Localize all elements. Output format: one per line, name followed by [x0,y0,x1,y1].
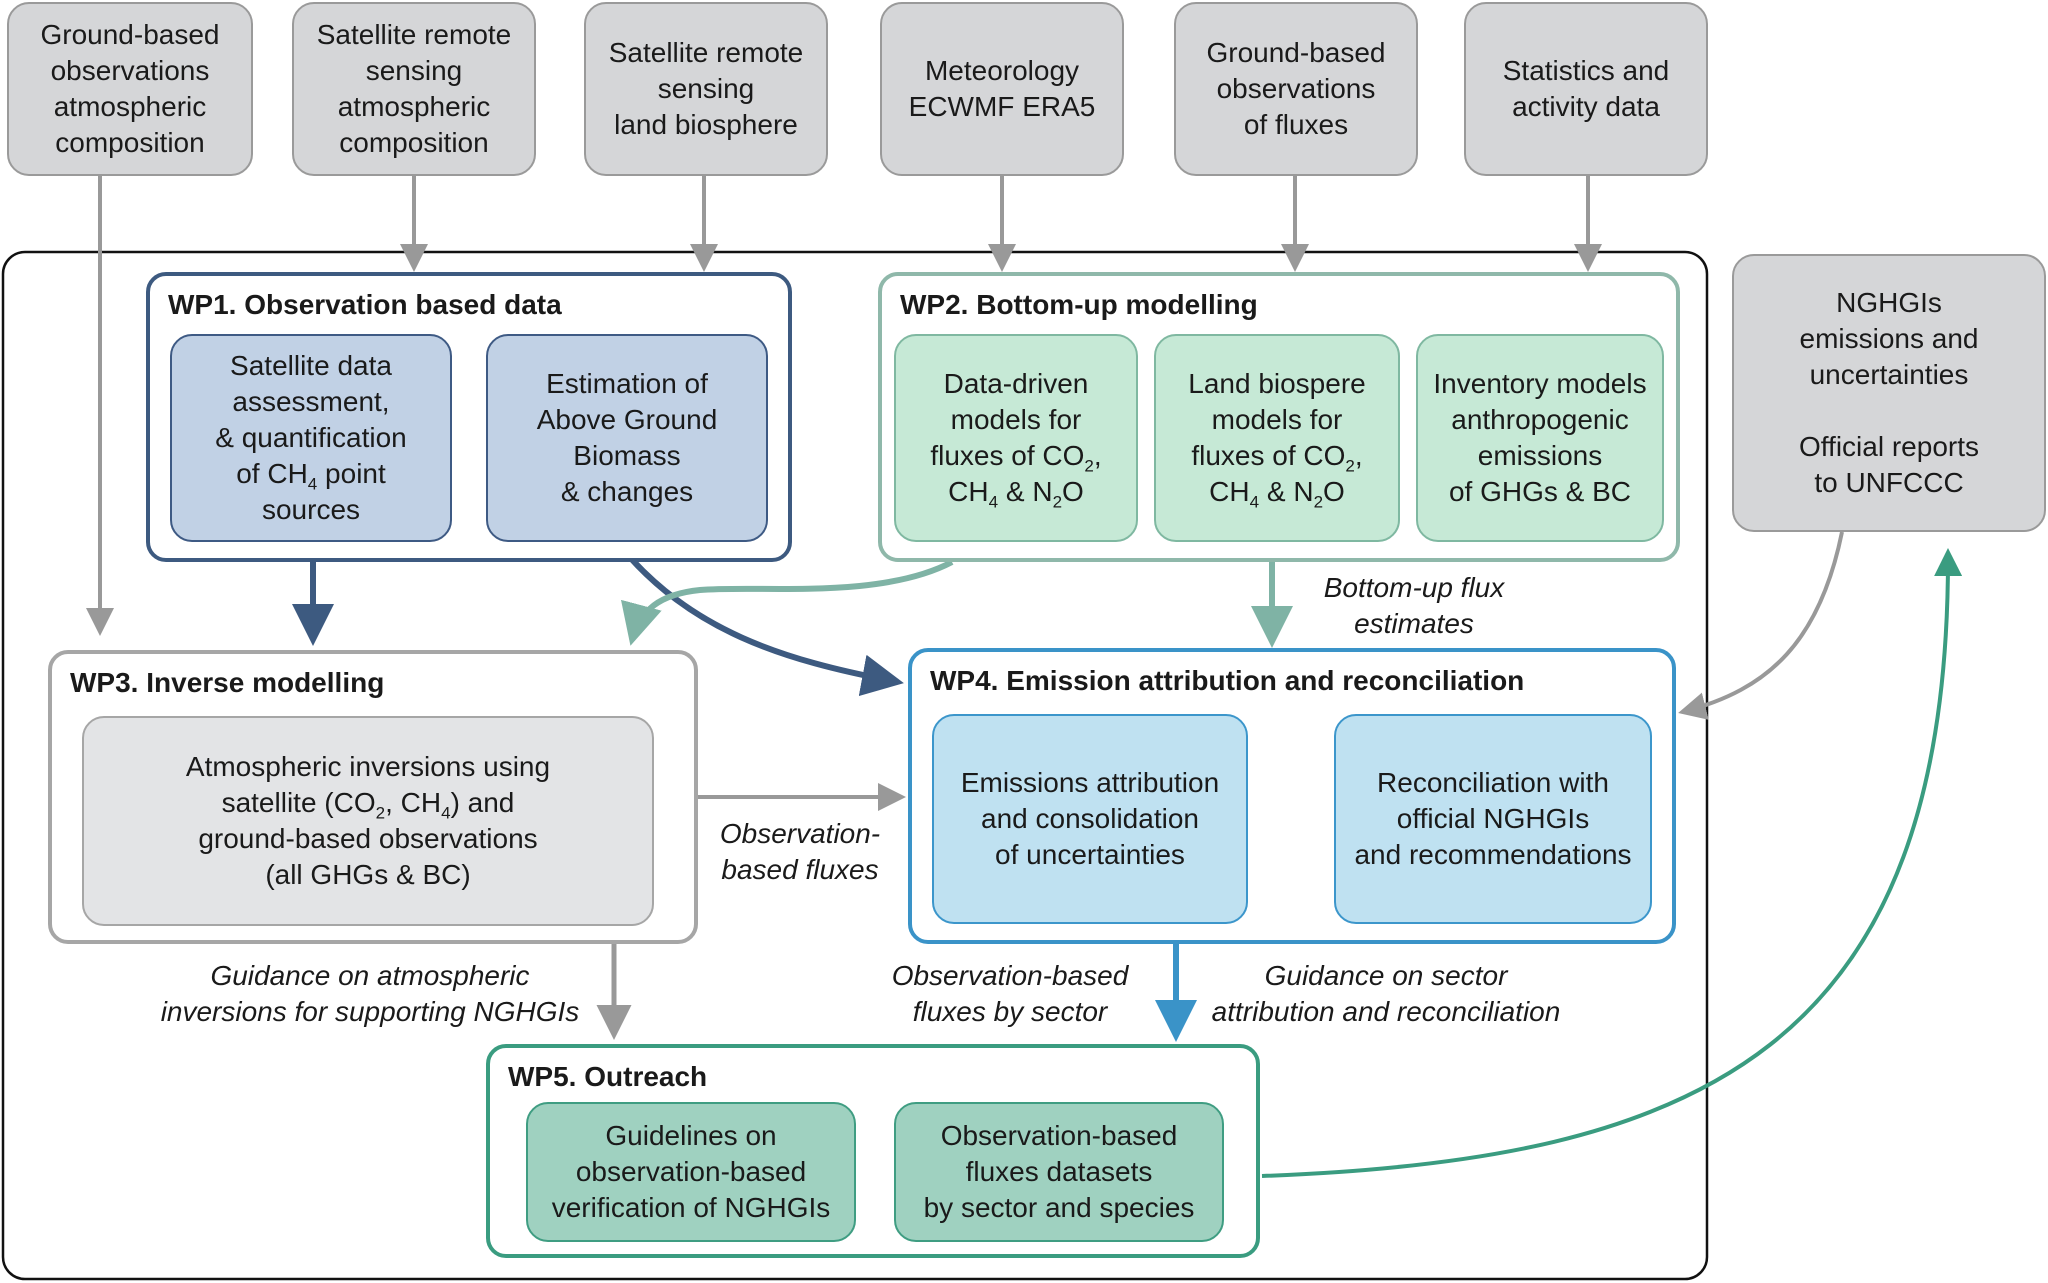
label-observation-based-fluxes: Observation-based fluxes [719,818,881,885]
wp2-title: WP2. Bottom-up modelling [900,289,1258,320]
arrow-nghgi-to-wp4 [1678,531,1844,720]
wp1-title: WP1. Observation based data [168,289,562,320]
wp3-atmospheric-inversions: Atmospheric inversions using satellite (… [82,716,654,926]
wp1-satellite-assessment: Satellite data assessment, & quantificat… [170,334,452,542]
arrow-wp1-to-wp4 [617,544,904,697]
wp5-title: WP5. Outreach [508,1061,708,1092]
arrow-wp2-to-wp3 [621,559,954,646]
wp4-title: WP4. Emission attribution and reconcilia… [930,665,1525,696]
wp2-land-biosphere-models: Land biospere models for fluxes of CO2, … [1154,334,1400,542]
wp2-data-driven-models: Data-driven models for fluxes of CO2, CH… [894,334,1138,542]
arrow-wp5-to-nghgi [1261,548,1963,1178]
outer-frame [1,250,1709,1281]
wp3-title: WP3. Inverse modelling [70,667,385,698]
